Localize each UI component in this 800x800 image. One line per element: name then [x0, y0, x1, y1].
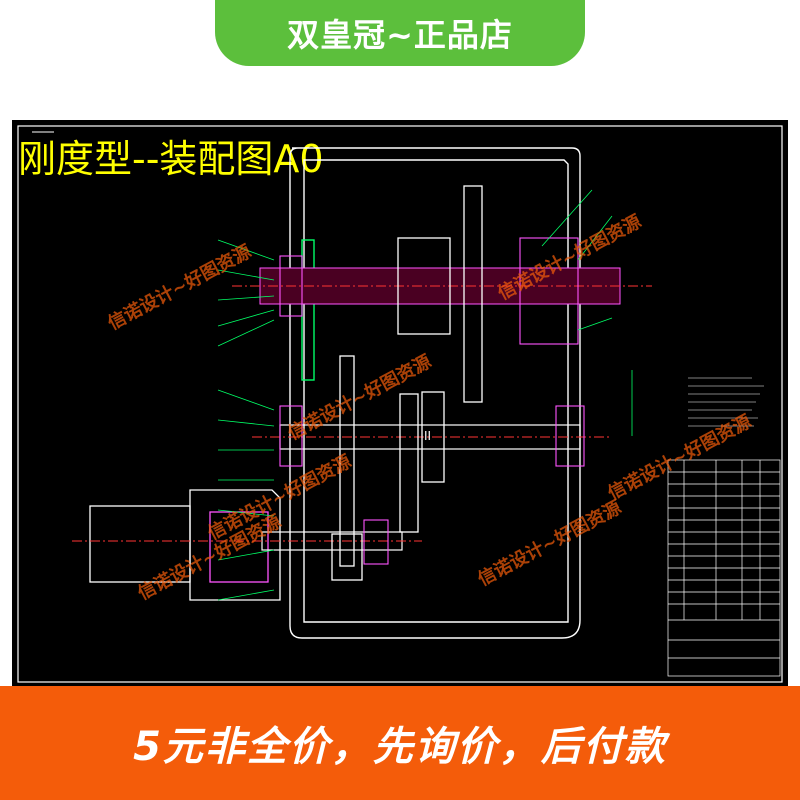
leader-lines [217, 189, 633, 601]
shafts: II [72, 267, 652, 551]
parts-list-table [667, 459, 781, 677]
top-banner: 双皇冠~正品店 [215, 0, 585, 66]
technical-notes [688, 377, 764, 427]
motor-housing [89, 489, 281, 601]
watermark-7: 信诺设计~好图资源 [474, 496, 625, 590]
gears [331, 185, 483, 581]
watermark-3: 信诺设计~好图资源 [284, 350, 435, 444]
gearbox-housing [289, 147, 581, 639]
top-banner-text: 双皇冠~正品店 [287, 16, 513, 54]
gearbox-assembly-drawing: 刚度型--装配图A0 II [17, 125, 783, 683]
watermark-1: 信诺设计~好图资源 [104, 240, 255, 334]
bottom-banner-text: 5元非全价，先询价，后付款 [133, 724, 667, 770]
cad-drawing: 刚度型--装配图A0 II [12, 120, 788, 688]
bottom-banner: 5元非全价，先询价，后付款 [0, 686, 800, 800]
shaft-label: II [424, 429, 431, 443]
drawing-border [17, 125, 783, 683]
drawing-title: 刚度型--装配图A0 [18, 137, 324, 181]
watermark-4: 信诺设计~好图资源 [604, 410, 755, 504]
